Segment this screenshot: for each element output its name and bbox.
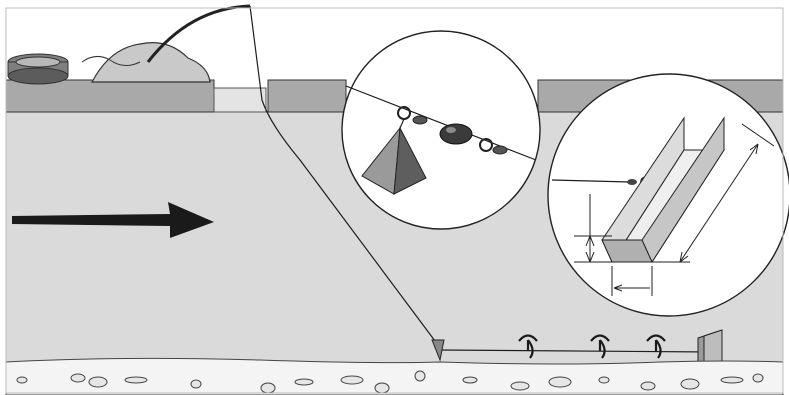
seabed-stone [641, 382, 655, 390]
seabed-stone [681, 379, 699, 389]
seabed-stone [125, 377, 147, 383]
inset-swivel-detail [342, 31, 540, 229]
seabed-stone [191, 380, 201, 388]
seabed-stone [721, 377, 743, 383]
seabed-stone [599, 377, 609, 383]
seabed-stone [463, 377, 477, 383]
seabed-stone [89, 377, 107, 387]
inset-trough-profile [548, 74, 789, 316]
seabed-stone [753, 374, 763, 382]
seabed-stone [341, 376, 363, 384]
seabed-stone [511, 382, 529, 390]
oval-bead-icon [440, 124, 472, 144]
seabed-stone [415, 371, 425, 381]
ice-hole [214, 88, 266, 112]
spool-reel-icon [8, 54, 68, 84]
ice-slab-middle [268, 80, 346, 112]
seabed-stone [261, 383, 275, 393]
seabed [6, 358, 783, 395]
seabed-stone [71, 374, 85, 382]
seabed-stone [549, 377, 571, 387]
ice-slab-left [6, 80, 214, 112]
seabed-stone [295, 379, 313, 385]
seabed-stone [375, 383, 389, 393]
seabed-stone [17, 377, 27, 383]
